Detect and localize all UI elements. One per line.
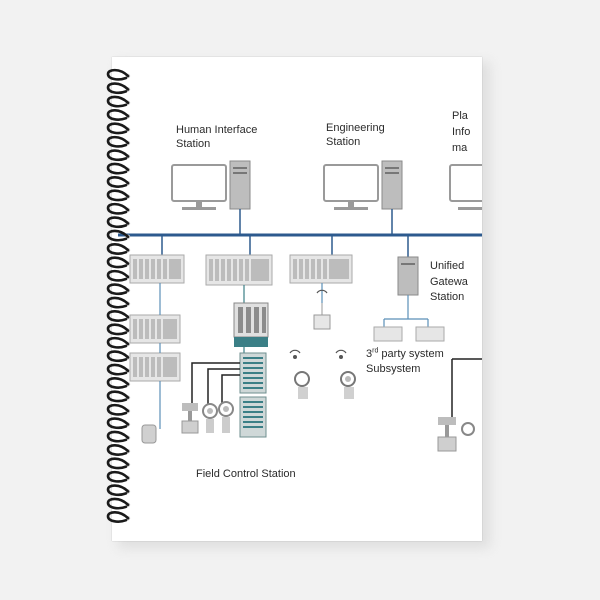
control-valve-icon (181, 403, 199, 434)
spiral-coil-icon (106, 350, 131, 363)
io-rack-icon (289, 254, 353, 303)
spiral-coil-icon (106, 484, 131, 497)
desktop-computer-icon (323, 160, 403, 235)
third-party-ordinal: rd (372, 347, 379, 355)
label-plant-information-line3: ma (452, 142, 468, 154)
spiral-coil-icon (106, 336, 131, 349)
label-plant-information-line2: Info (452, 126, 471, 138)
spiral-coil-icon (106, 403, 131, 416)
bus-drop-lines (161, 235, 409, 257)
pressure-gauge-icon (202, 403, 218, 433)
label-unified-gateway-line3: Station (430, 291, 465, 303)
spiral-coil-icon (106, 122, 131, 135)
desktop-computer-icon (449, 164, 482, 210)
notebook-page: Human Interface Station Engineering Stat… (112, 57, 482, 541)
spiral-coil-icon (106, 511, 131, 523)
spiral-coil-icon (106, 135, 131, 148)
label-unified-gateway-line2: Gatewa (430, 276, 468, 288)
label-human-interface-station: Human Interface Station (176, 124, 258, 150)
spiral-coil-icon (106, 229, 131, 242)
spiral-coil-icon (106, 68, 131, 81)
label-engineering-station: Engineering Station (326, 122, 385, 148)
label-third-party-system: 3rd party system (366, 347, 444, 361)
pressure-gauge-icon (218, 401, 234, 433)
spiral-coil-icon (106, 457, 131, 470)
spiral-coil-icon (106, 149, 131, 162)
system-diagram (118, 160, 482, 452)
wireless-sensor-icon (289, 349, 310, 399)
io-rack-icon (129, 254, 185, 444)
spiral-coil-icon (106, 390, 131, 403)
spiral-coil-icon (106, 323, 131, 336)
spiral-coil-icon (106, 363, 131, 376)
third-party-rest: party system (378, 348, 444, 360)
spiral-coil-icon (106, 470, 131, 483)
label-plant-information-line1: Pla (452, 110, 468, 122)
label-unified-gateway-line1: Unified (430, 260, 465, 272)
gateway-station-icon (373, 256, 445, 342)
label-field-control-station: Field Control Station (196, 468, 296, 480)
spiral-coil-icon (106, 95, 131, 108)
third-party-number: 3 (366, 348, 373, 360)
spiral-coil-icon (106, 430, 131, 443)
wireless-sensor-icon (335, 349, 356, 399)
spiral-coil-icon (106, 243, 131, 255)
spiral-coil-icon (106, 216, 131, 229)
spiral-coil-icon (106, 497, 131, 510)
spiral-coil-icon (106, 162, 131, 175)
io-rack-icon (191, 254, 273, 438)
spiral-coil-icon (106, 444, 131, 456)
spiral-coil-icon (106, 176, 131, 188)
spiral-coil-icon (106, 109, 131, 121)
wireless-sensor-icon (313, 289, 331, 330)
spiral-coil-icon (106, 417, 131, 430)
control-valve-icon (437, 358, 482, 452)
spiral-coil-icon (106, 256, 131, 269)
spiral-coil-icon (106, 377, 131, 389)
spiral-coil-icon (106, 82, 131, 95)
spiral-coil-icon (106, 189, 131, 202)
spiral-coil-icon (106, 269, 131, 282)
spiral-coil-icon (106, 296, 131, 309)
label-subsystem: Subsystem (366, 363, 421, 375)
spiral-coil-icon (106, 310, 131, 322)
spiral-coil-icon (106, 202, 131, 215)
desktop-computer-icon (171, 160, 251, 235)
spiral-coil-icon (106, 283, 131, 296)
